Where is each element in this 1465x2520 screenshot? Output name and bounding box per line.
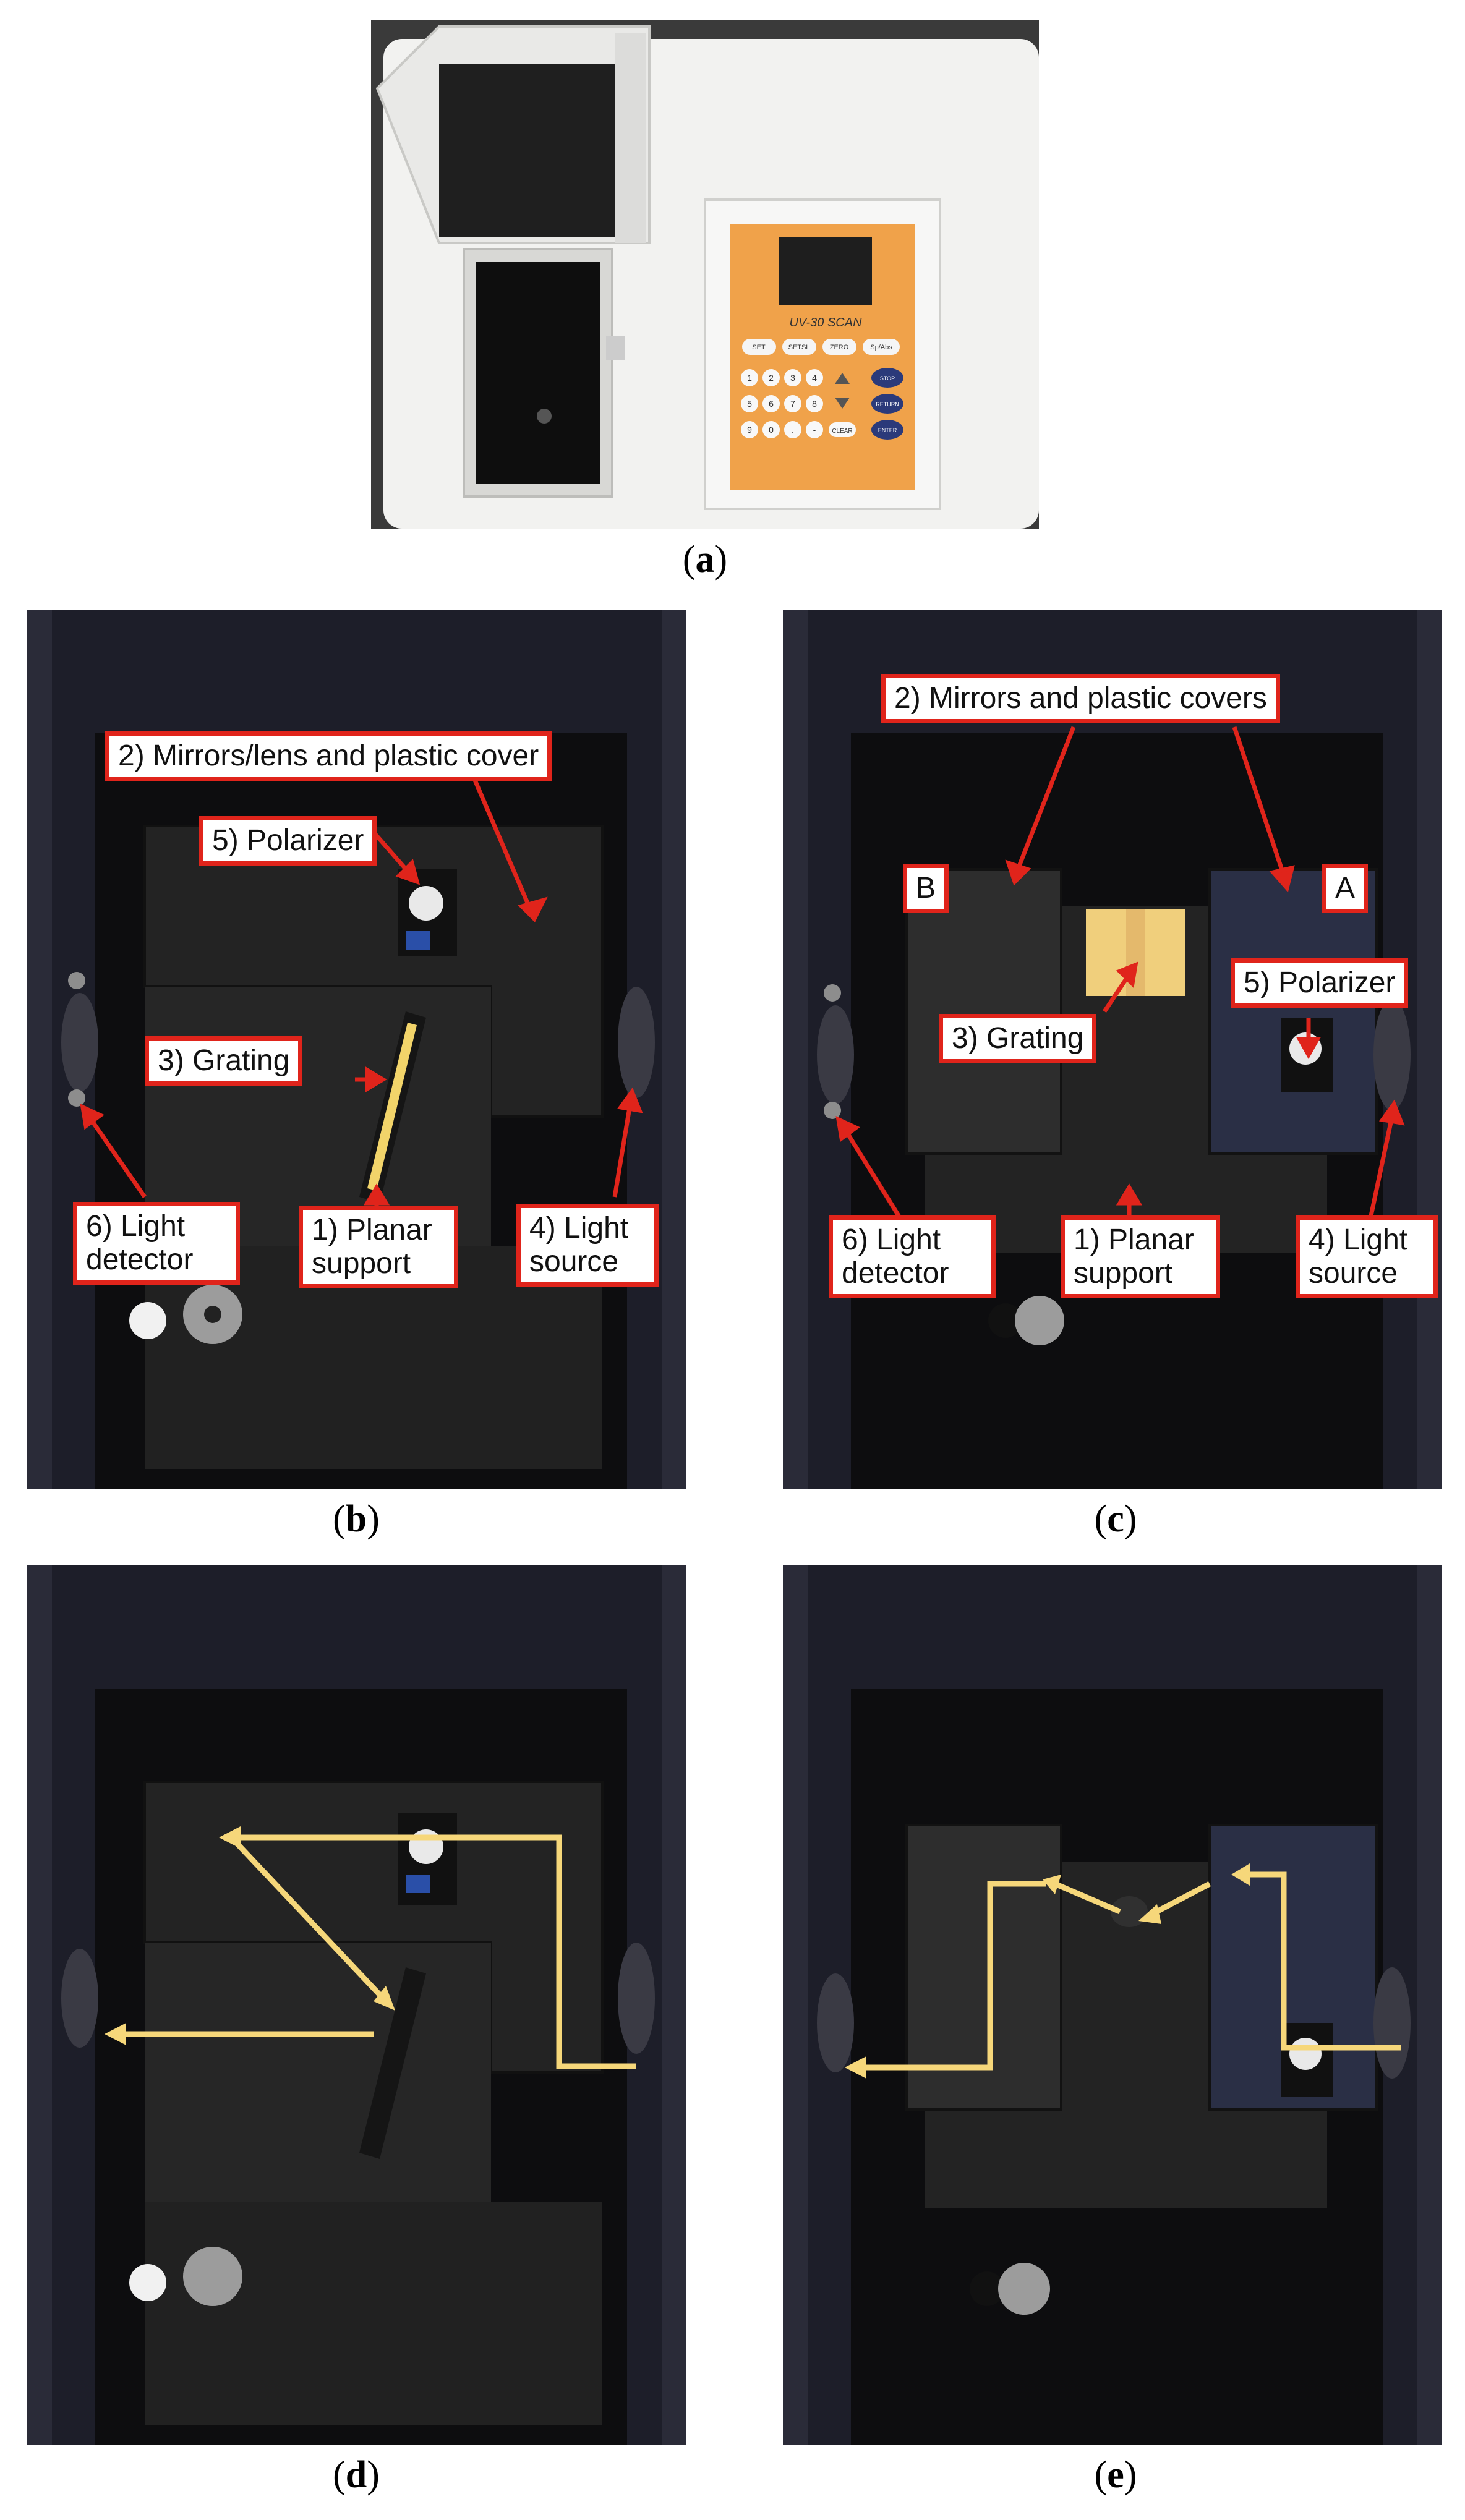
label-b-mirrors: 2) Mirrors/lens and plastic cover: [105, 731, 552, 781]
label-b-source: 4) Light source: [516, 1204, 659, 1287]
svg-text:9: 9: [747, 425, 752, 435]
beam-arrowheads-d: [105, 1826, 395, 2045]
beam-path-e-illustration: [783, 1565, 1442, 2445]
svg-text:-: -: [813, 425, 816, 435]
svg-text:8: 8: [812, 399, 817, 409]
svg-text:3: 3: [790, 373, 795, 383]
compartment-c-illustration: [783, 610, 1442, 1489]
compartment-b-illustration: [27, 610, 686, 1489]
label-c-cover-a: A: [1322, 864, 1369, 913]
beam-path-d-illustration: [27, 1565, 686, 2445]
device-function-keys: SET SETSL ZERO Sp/Abs: [742, 339, 900, 355]
label-c-detector: 6) Light detector: [829, 1215, 996, 1298]
label-c-polarizer: 5) Polarizer: [1231, 958, 1409, 1008]
caption-d: (d): [333, 2454, 380, 2496]
caption-e: (e): [1094, 2454, 1137, 2496]
spectrophotometer-illustration: UV-30 SCAN SET SETSL ZERO Sp/Abs 1 2 3 4…: [371, 20, 1039, 529]
svg-text:6: 6: [769, 399, 774, 409]
label-c-source: 4) Light source: [1296, 1215, 1438, 1298]
svg-text:4: 4: [812, 373, 817, 383]
caption-c: (c): [1094, 1498, 1137, 1540]
panel-a-photo: UV-30 SCAN SET SETSL ZERO Sp/Abs 1 2 3 4…: [371, 20, 1039, 529]
beam-path-d: [120, 1834, 636, 2069]
svg-text:CLEAR: CLEAR: [832, 428, 852, 435]
label-b-support: 1) Planar support: [299, 1206, 458, 1288]
label-b-grating: 3) Grating: [145, 1036, 303, 1086]
svg-text:STOP: STOP: [880, 375, 895, 381]
caption-b: (b): [333, 1498, 380, 1540]
panel-e-photo: [783, 1565, 1442, 2445]
svg-text:Sp/Abs: Sp/Abs: [870, 344, 892, 351]
svg-text:5: 5: [747, 399, 752, 409]
panel-d-photo: [27, 1565, 686, 2445]
label-c-grating: 3) Grating: [939, 1014, 1097, 1063]
svg-text:.: .: [792, 425, 794, 435]
svg-text:2: 2: [769, 373, 774, 383]
device-screen-label: UV-30 SCAN: [789, 316, 862, 330]
panel-c-photo: [783, 610, 1442, 1489]
svg-text:SETSL: SETSL: [788, 344, 810, 351]
svg-text:RETURN: RETURN: [876, 401, 899, 407]
grating-strip: [367, 1023, 417, 1191]
pointer-arrows-c: [835, 726, 1405, 1234]
svg-text:7: 7: [790, 399, 795, 409]
device-side-keys: STOP RETURN ENTER: [871, 368, 903, 440]
label-c-support: 1) Planar support: [1061, 1215, 1220, 1298]
svg-text:SET: SET: [752, 344, 766, 351]
svg-text:ENTER: ENTER: [878, 427, 897, 433]
panel-b-photo: [27, 610, 686, 1489]
beam-path-e: [860, 1871, 1401, 2071]
label-b-polarizer: 5) Polarizer: [199, 816, 377, 866]
device-keypad: 1 2 3 4 5 6 7 8 9 0 . - CLEAR: [741, 369, 856, 438]
label-c-cover-b: B: [903, 864, 949, 913]
caption-a: (a): [682, 538, 728, 581]
pointer-arrows-b: [80, 744, 643, 1228]
svg-text:1: 1: [747, 373, 752, 383]
svg-text:0: 0: [769, 425, 774, 435]
svg-text:ZERO: ZERO: [830, 344, 849, 351]
label-b-detector: 6) Light detector: [73, 1202, 240, 1285]
beam-arrowheads-e: [845, 1863, 1250, 2079]
label-c-mirrors: 2) Mirrors and plastic covers: [881, 674, 1280, 723]
